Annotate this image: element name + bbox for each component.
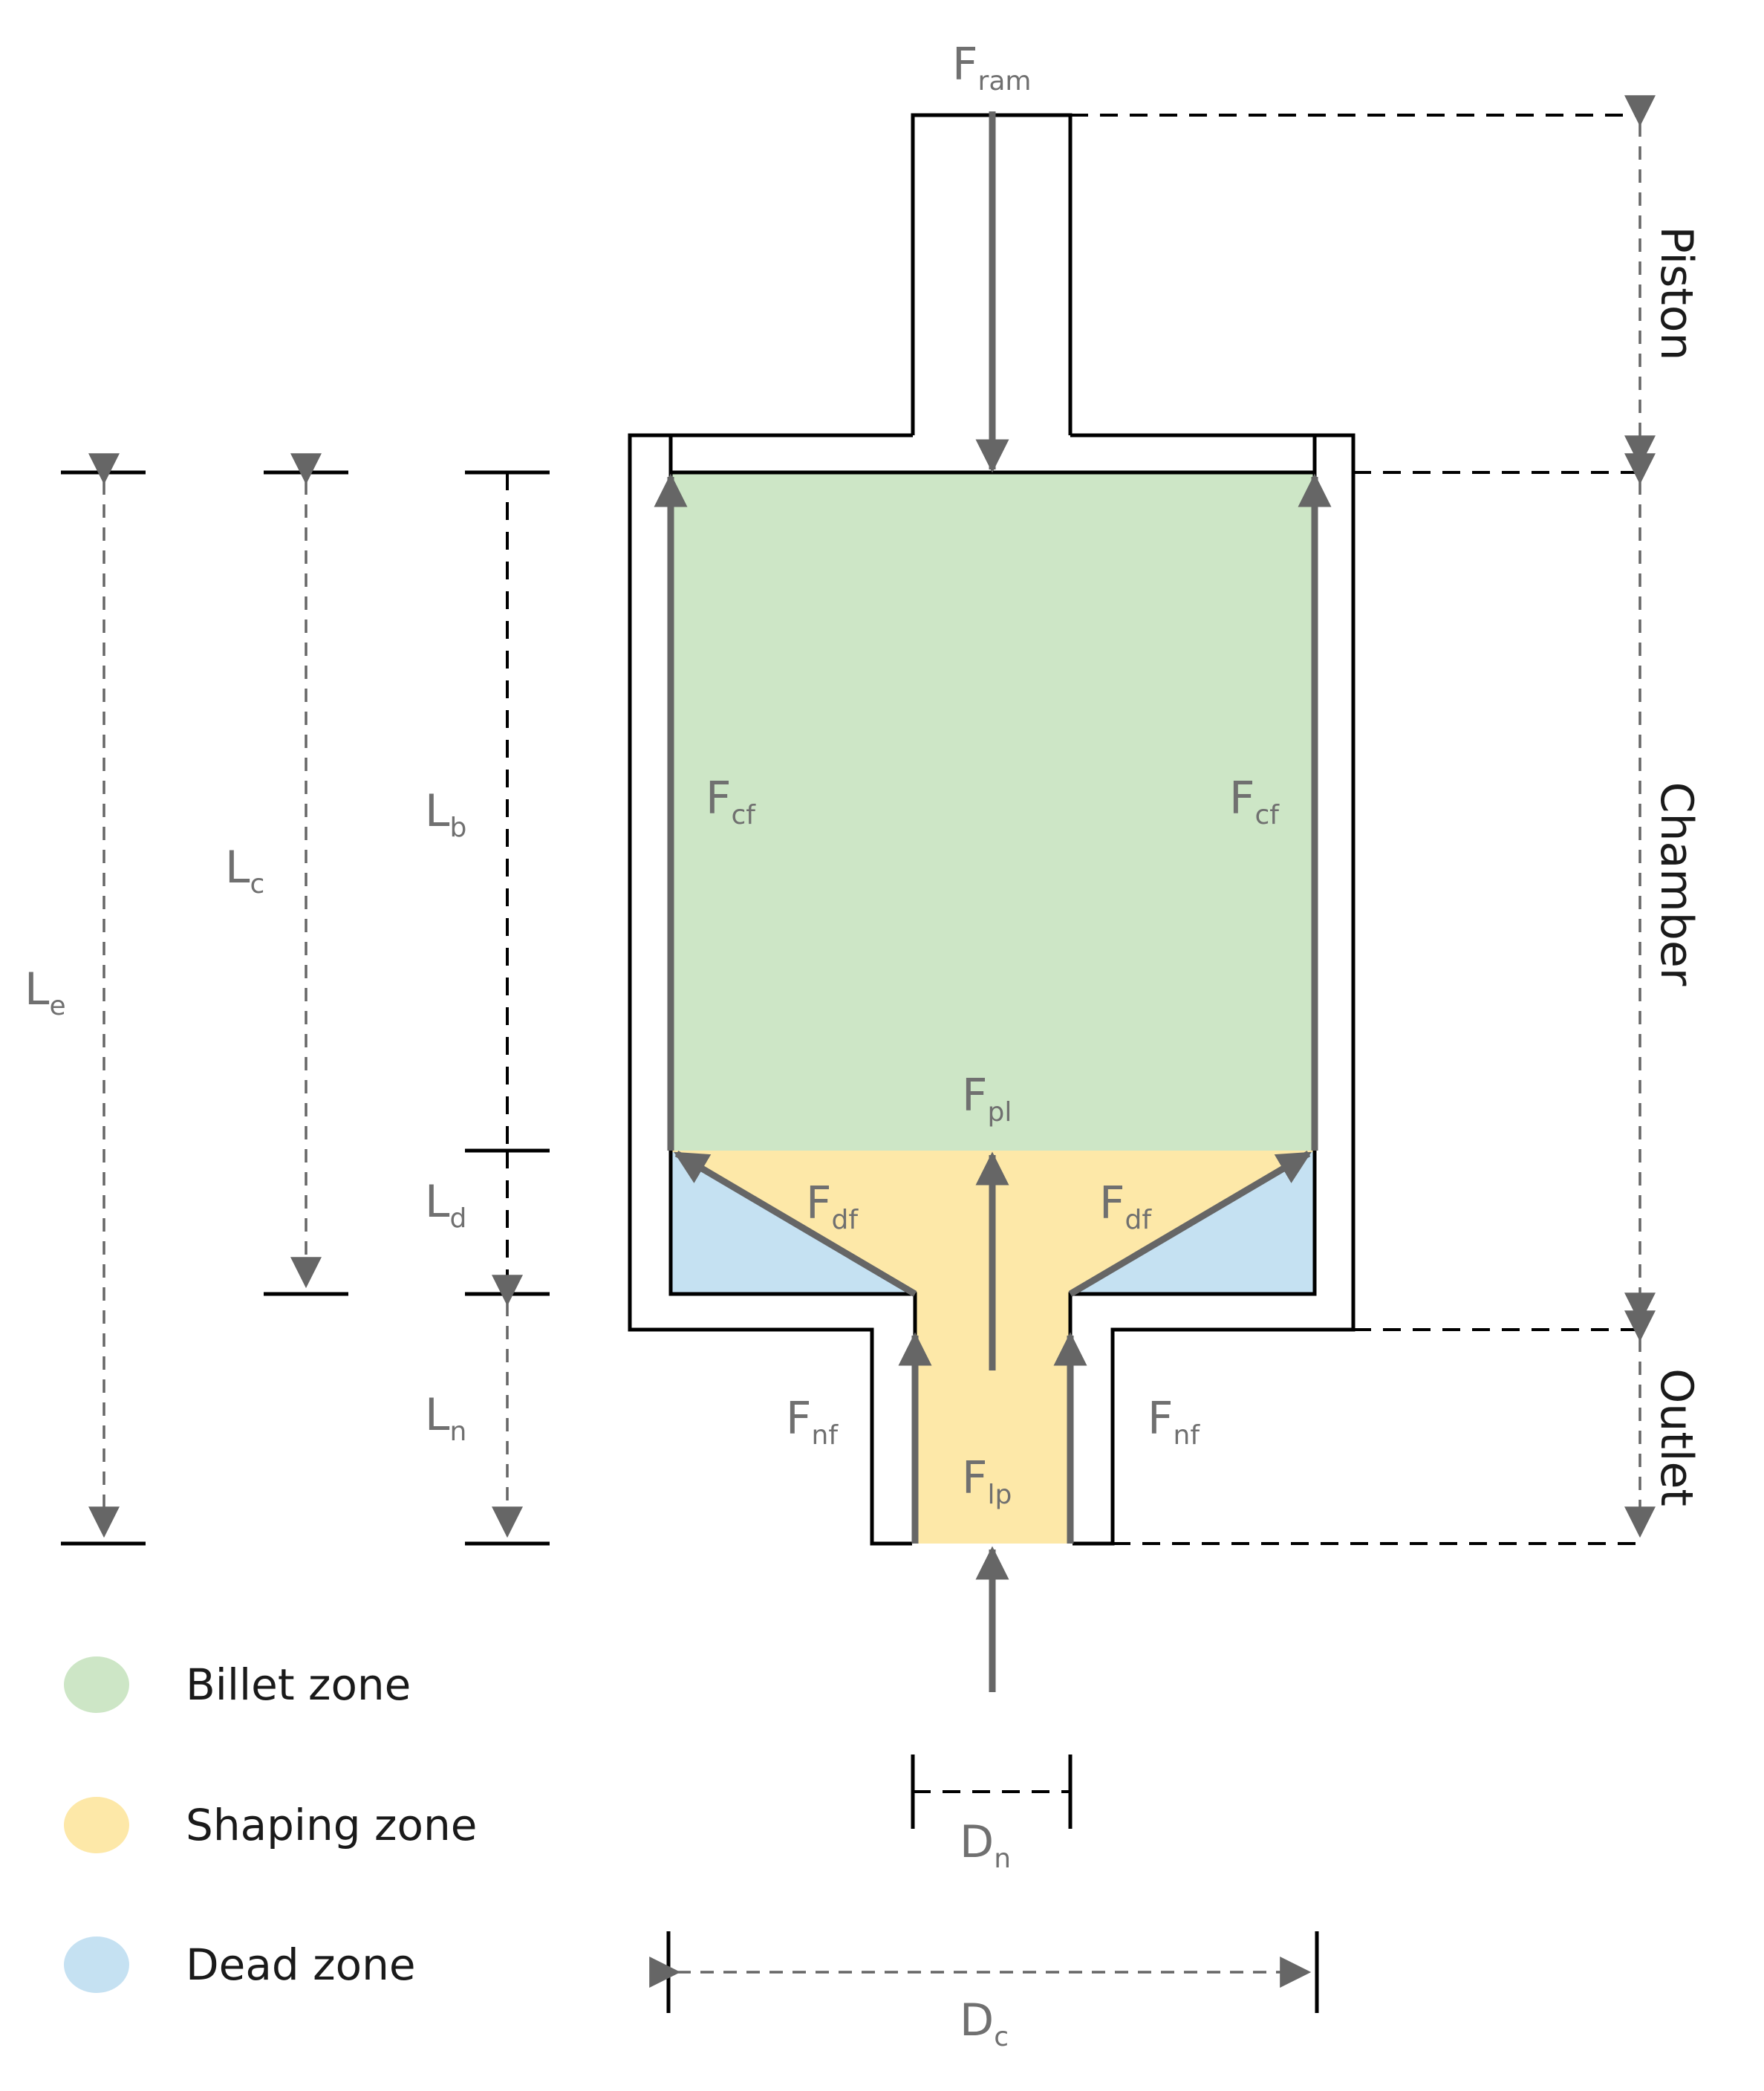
- chamber-outer-wall: [628, 433, 913, 1546]
- chamber-label: Chamber: [1650, 782, 1702, 986]
- legend-label-billet: Billet zone: [186, 1659, 411, 1710]
- die-friction-arrow-left: [674, 1151, 917, 1297]
- lc-label: Lc: [225, 842, 264, 900]
- die-friction-label-left: Fdf: [806, 1177, 859, 1235]
- ram-force-label: Fram: [952, 39, 1031, 97]
- legend-swatch-billet: [64, 1656, 129, 1713]
- ld-label: Ld: [425, 1176, 466, 1234]
- load-pressure-label: Flp: [962, 1452, 1012, 1510]
- legend-label-shaping: Shaping zone: [186, 1800, 477, 1850]
- die-friction-arrow-right: [1068, 1151, 1312, 1297]
- chamber-friction-label-right: Fcf: [1229, 773, 1280, 830]
- billet-zone: [671, 472, 1315, 1151]
- nozzle-friction-label-left: Fnf: [786, 1393, 839, 1451]
- outlet-label: Outlet: [1650, 1368, 1702, 1506]
- dn-label: Dn: [960, 1816, 1011, 1874]
- ln-label: Ln: [425, 1389, 466, 1447]
- piston-label: Piston: [1650, 226, 1702, 360]
- chamber-outer-wall-right: [1070, 433, 1355, 1546]
- plug-force-label: Fpl: [962, 1070, 1012, 1128]
- legend-swatch-shaping: [64, 1797, 129, 1853]
- die-friction-label-right: Fdf: [1099, 1177, 1152, 1235]
- nozzle-friction-label-right: Fnf: [1148, 1393, 1200, 1451]
- dc-label: Dc: [960, 1994, 1009, 2052]
- le-label: Le: [25, 963, 66, 1021]
- chamber-friction-label-left: Fcf: [706, 773, 756, 830]
- lb-label: Lb: [425, 785, 466, 843]
- legend-swatch-dead: [64, 1936, 129, 1993]
- legend-label-dead: Dead zone: [186, 1939, 416, 1990]
